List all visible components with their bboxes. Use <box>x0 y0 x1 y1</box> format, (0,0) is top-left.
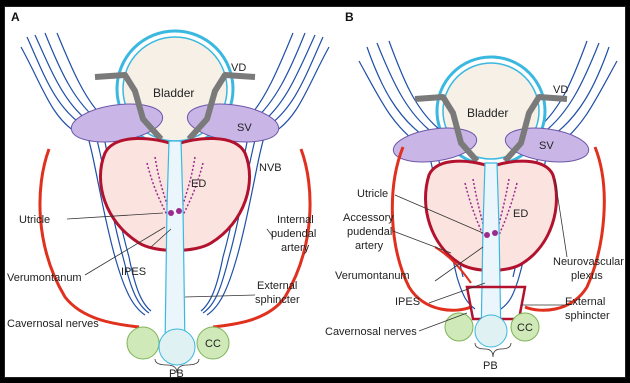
panel-a-utricle-dot <box>168 210 174 216</box>
panel-b-label-accessory-2: pudendal <box>347 226 392 238</box>
panel-a-label-external-sphincter-2: sphincter <box>255 294 300 306</box>
panel-b-label-cc: CC <box>517 322 533 334</box>
panel-b-label-pb: PB <box>483 360 498 372</box>
panel-b-duct-dot <box>492 230 498 236</box>
panel-a-label-verumontanum: Verumontanum <box>7 272 82 284</box>
panel-b-label-cavernosal-nerves: Cavernosal nerves <box>325 326 417 338</box>
panel-b-label-accessory-1: Accessory <box>343 212 394 224</box>
panel-b-label-external-sphincter-1: External <box>565 296 605 308</box>
panel-a-letter: A <box>11 10 20 24</box>
panel-a-label-ipes: IPES <box>121 266 146 278</box>
panel-a-penile-bulb <box>159 329 195 365</box>
panel-b-label-ipes: IPES <box>395 296 420 308</box>
panel-b-label-ed: ED <box>513 208 528 220</box>
panel-a-label-bladder: Bladder <box>153 86 194 100</box>
panel-a-urethra <box>165 141 185 347</box>
panel-b-label-bladder: Bladder <box>467 106 508 120</box>
panel-b-label-external-sphincter-2: sphincter <box>565 310 610 322</box>
panel-a-label-nvb: NVB <box>259 162 282 174</box>
panel-b-urethra <box>481 163 501 341</box>
panel-b-label-neurovascular-1: Neurovascular <box>553 256 624 268</box>
anatomy-diagram: A <box>5 7 625 377</box>
panel-a-label-internal-pudendal-1: Internal <box>277 214 314 226</box>
panel-a-label-vd: VD <box>231 62 246 74</box>
panel-a-label-pb: PB <box>169 368 184 377</box>
panel-a-label-internal-pudendal-2: pudendal <box>271 228 316 240</box>
panel-a: A <box>7 10 329 377</box>
panel-a-label-utricle: Utricle <box>19 214 50 226</box>
panel-b-label-neurovascular-2: plexus <box>571 270 603 282</box>
panel-b-utricle-dot <box>484 232 490 238</box>
panel-b-penile-bulb <box>475 315 507 347</box>
panel-a-label-ed: ED <box>191 178 206 190</box>
panel-a-label-cavernosal-nerves: Cavernosal nerves <box>7 318 99 330</box>
panel-a-label-sv: SV <box>237 122 252 134</box>
panel-a-cc-left <box>127 327 159 359</box>
panel-a-label-internal-pudendal-3: artery <box>281 242 310 254</box>
panel-b-letter: B <box>345 10 354 24</box>
panel-a-label-external-sphincter-1: External <box>257 280 297 292</box>
panel-b-label-vd: VD <box>553 84 568 96</box>
panel-a-duct-dot <box>176 208 182 214</box>
panel-b: B <box>325 10 624 372</box>
panel-b-label-utricle: Utricle <box>357 188 388 200</box>
figure-frame: A <box>4 6 626 378</box>
panel-a-label-cc: CC <box>205 338 221 350</box>
panel-b-label-accessory-3: artery <box>355 240 384 252</box>
panel-b-label-verumontanum: Verumontanum <box>335 270 410 282</box>
panel-b-label-sv: SV <box>539 140 554 152</box>
panel-b-cc-left <box>445 313 473 341</box>
